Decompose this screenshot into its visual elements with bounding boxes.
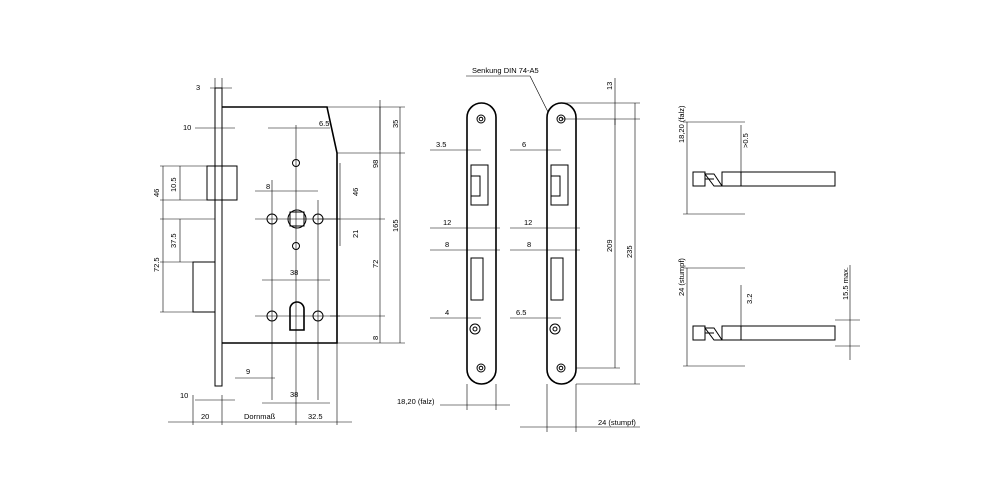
spindle-stumpf-view: 24 (stumpf) 3.2 15.5 max. [677,258,860,367]
dim-6-5-top: 6.5 [319,119,329,128]
euro-cylinder-cutout [289,301,305,331]
dim-72-5: 72.5 [152,257,161,272]
dim-37-5: 37.5 [169,233,178,248]
sp1-dim-falz: 18,20 (falz) [677,105,686,143]
dim-10-bottom: 10 [180,391,188,400]
fp2-dim-13: 13 [605,82,614,90]
faceplate-falz-view: 3.5 12 8 4 18,20 (falz) [397,102,510,410]
dim-dornmass: Dornmaß [244,412,276,421]
dim-3: 3 [196,83,200,92]
dim-10-5: 10.5 [169,177,178,192]
dim-165: 165 [391,219,400,232]
dim-10-left-top: 10 [183,123,191,132]
fp1-dim-12: 12 [443,218,451,227]
sp1-dim-0-5: >0.5 [741,133,750,148]
fp2-dim-6: 6 [522,140,526,149]
lock-case-outline [222,106,338,344]
spindle-falz-bar [721,171,836,187]
faceplate-stumpf-outline [546,102,577,385]
sp2-dim-3-2: 3.2 [745,294,754,304]
dim-21: 21 [351,230,360,238]
spindle-falz-view: 18,20 (falz) >0.5 [677,105,836,215]
fp1-dim-8: 8 [445,240,449,249]
dim-20: 20 [201,412,209,421]
dim-46-inner: 46 [351,188,360,196]
dim-38-top: 38 [290,268,298,277]
dead-bolt [192,261,216,313]
fp2-dim-12: 12 [524,218,532,227]
faceplate-stumpf-view: Senkung DIN 74-A5 13 6 12 8 6.5 209 235 … [466,66,640,432]
fp2-dim-6-5: 6.5 [516,308,526,317]
dim-98: 98 [371,160,380,168]
fp2-dim-stumpf: 24 (stumpf) [598,418,636,427]
dim-32-5: 32.5 [308,412,323,421]
sp2-dim-15-5: 15.5 max. [841,267,850,300]
dim-8-right: 8 [371,336,380,340]
dim-46-left: 46 [152,189,161,197]
faceplate-falz-bolt-slot [470,257,484,301]
faceplate-stumpf-bolt-slot [550,257,564,301]
fp1-dim-3-5: 3.5 [436,140,446,149]
fp2-dim-209: 209 [605,239,614,252]
fp2-senkung-label: Senkung DIN 74-A5 [472,66,539,75]
fp2-dim-235: 235 [625,245,634,258]
forend-plate [214,87,223,387]
lock-body-view: 3 6.5 10 10.5 46 37.5 72.5 8 46 21 38 9 … [152,78,405,425]
dim-8-inner: 8 [266,182,270,191]
fp2-dim-8: 8 [527,240,531,249]
sp2-dim-stumpf: 24 (stumpf) [677,258,686,296]
dim-38-bottom: 38 [290,390,298,399]
faceplate-falz-outline [466,102,497,385]
dim-72-right: 72 [371,260,380,268]
fp1-dim-falz: 18,20 (falz) [397,397,435,406]
spindle-stumpf-bar [721,325,836,341]
dim-35: 35 [391,120,400,128]
dim-9: 9 [246,367,250,376]
fp1-dim-4: 4 [445,308,449,317]
